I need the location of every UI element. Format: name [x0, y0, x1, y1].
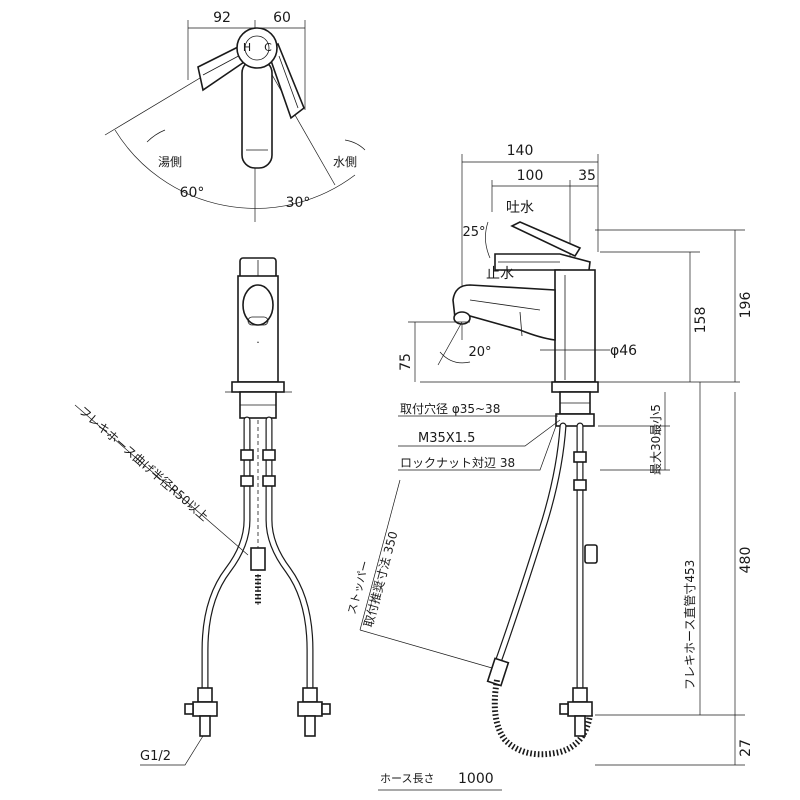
angle-30: 30° [286, 195, 311, 211]
dim-35: 35 [578, 168, 596, 184]
angle-25: 25° [462, 225, 485, 240]
dim-100: 100 [517, 168, 544, 184]
top-view: 92 60 H C 湯側 水側 60° 30° [104, 10, 366, 222]
stop-valve-side [559, 687, 593, 737]
note-thread-spec: M35X1.5 [418, 431, 475, 446]
side-view: 140 100 35 吐水 25° 止水 20° 75 φ46 [345, 143, 754, 791]
dim-diameter-46: φ46 [610, 343, 637, 359]
stop-valve-right [297, 687, 331, 737]
mark-c: C [264, 41, 272, 54]
angle-60: 60° [180, 185, 205, 201]
dim-140: 140 [507, 143, 534, 159]
hose-bend-note: フレキホース曲げ半径R50以上 [76, 404, 211, 524]
thread-g12: G1/2 [140, 749, 171, 764]
note-max30: 最大30最小5 [649, 404, 663, 475]
dim-75: 75 [398, 353, 414, 371]
label-hot-side: 湯側 [158, 155, 182, 169]
dim-92: 92 [213, 10, 231, 26]
note-hole-diameter: 取付穴径 φ35~38 [400, 401, 500, 416]
dim-158: 158 [693, 307, 709, 334]
label-cold-side: 水側 [333, 155, 357, 169]
note-hose-straight: フレキホース直管寸453 [682, 560, 697, 690]
mark-h: H [243, 41, 251, 54]
dim-196: 196 [738, 292, 754, 319]
brand-mark: · [256, 336, 260, 349]
stop-valve-left [184, 687, 218, 737]
label-stop: 止水 [486, 266, 514, 282]
dim-27: 27 [738, 739, 754, 757]
hose-length-value: 1000 [458, 771, 494, 787]
label-spout: 吐水 [506, 200, 534, 216]
front-view: · フレキホ [74, 257, 331, 766]
dim-60: 60 [273, 10, 291, 26]
hose-length-label: ホース長さ [380, 772, 434, 785]
note-locknut: ロックナット対辺 38 [400, 456, 515, 470]
angle-20: 20° [468, 345, 491, 360]
dim-480: 480 [738, 547, 754, 574]
